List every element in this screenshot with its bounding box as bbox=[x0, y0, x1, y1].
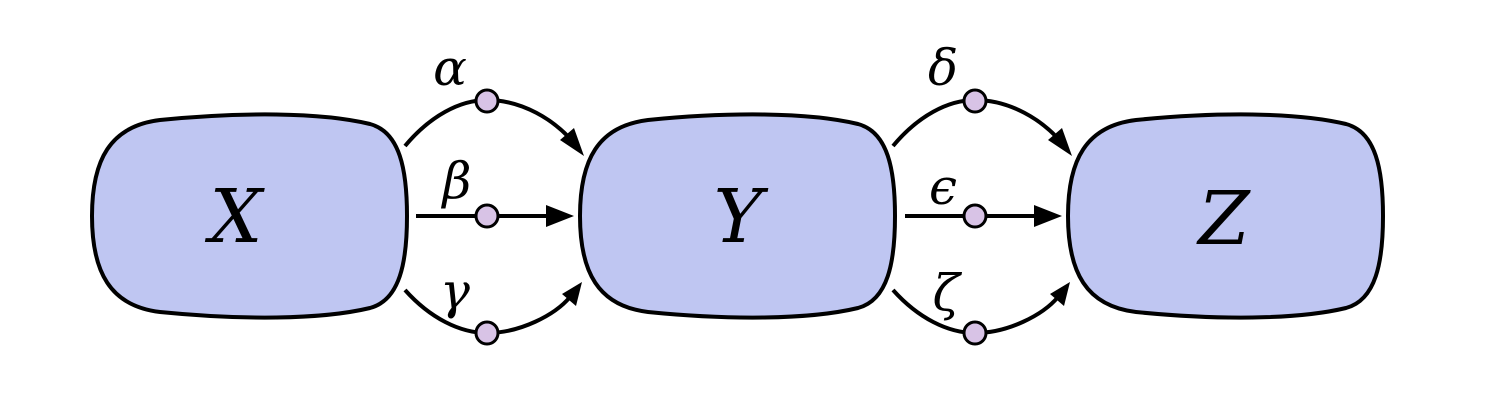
edge-beta-dot bbox=[474, 203, 500, 229]
edge-epsilon-dot bbox=[962, 203, 988, 229]
edge-delta-label: δ bbox=[928, 39, 958, 97]
edge-zeta-label: ζ bbox=[932, 264, 962, 322]
node-x-label: X bbox=[205, 174, 266, 260]
node-y-box bbox=[577, 112, 898, 320]
node-x-box bbox=[89, 112, 410, 320]
edge-alpha-dot bbox=[474, 88, 500, 114]
edge-gamma-dot bbox=[474, 320, 500, 346]
edge-beta: β bbox=[416, 152, 574, 229]
node-x: X bbox=[89, 112, 410, 320]
node-y-label: Y bbox=[714, 174, 769, 260]
edge-zeta-dot bbox=[962, 320, 988, 346]
edge-gamma-label: γ bbox=[440, 262, 470, 320]
edge-beta-arrowhead bbox=[546, 205, 574, 227]
node-z-box bbox=[1065, 112, 1386, 320]
node-z: Z bbox=[1065, 112, 1386, 320]
edge-delta-arrowhead bbox=[1048, 128, 1072, 156]
node-z-label: Z bbox=[1196, 176, 1251, 262]
edge-alpha-label: α bbox=[433, 39, 467, 97]
edge-delta-dot bbox=[962, 88, 988, 114]
edge-alpha-arrowhead bbox=[560, 128, 584, 156]
edge-zeta: ζ bbox=[891, 264, 1070, 346]
edge-beta-label: β bbox=[441, 152, 472, 210]
edge-gamma-arrowhead bbox=[562, 282, 582, 306]
edge-epsilon: ϵ bbox=[905, 158, 1062, 229]
edge-delta: δ bbox=[891, 39, 1072, 156]
edge-zeta-arrowhead bbox=[1050, 282, 1070, 306]
edge-alpha: α bbox=[403, 39, 584, 156]
edge-epsilon-arrowhead bbox=[1034, 205, 1062, 227]
edge-epsilon-label: ϵ bbox=[929, 158, 957, 216]
edge-gamma: γ bbox=[403, 262, 582, 346]
node-y: Y bbox=[577, 112, 898, 320]
